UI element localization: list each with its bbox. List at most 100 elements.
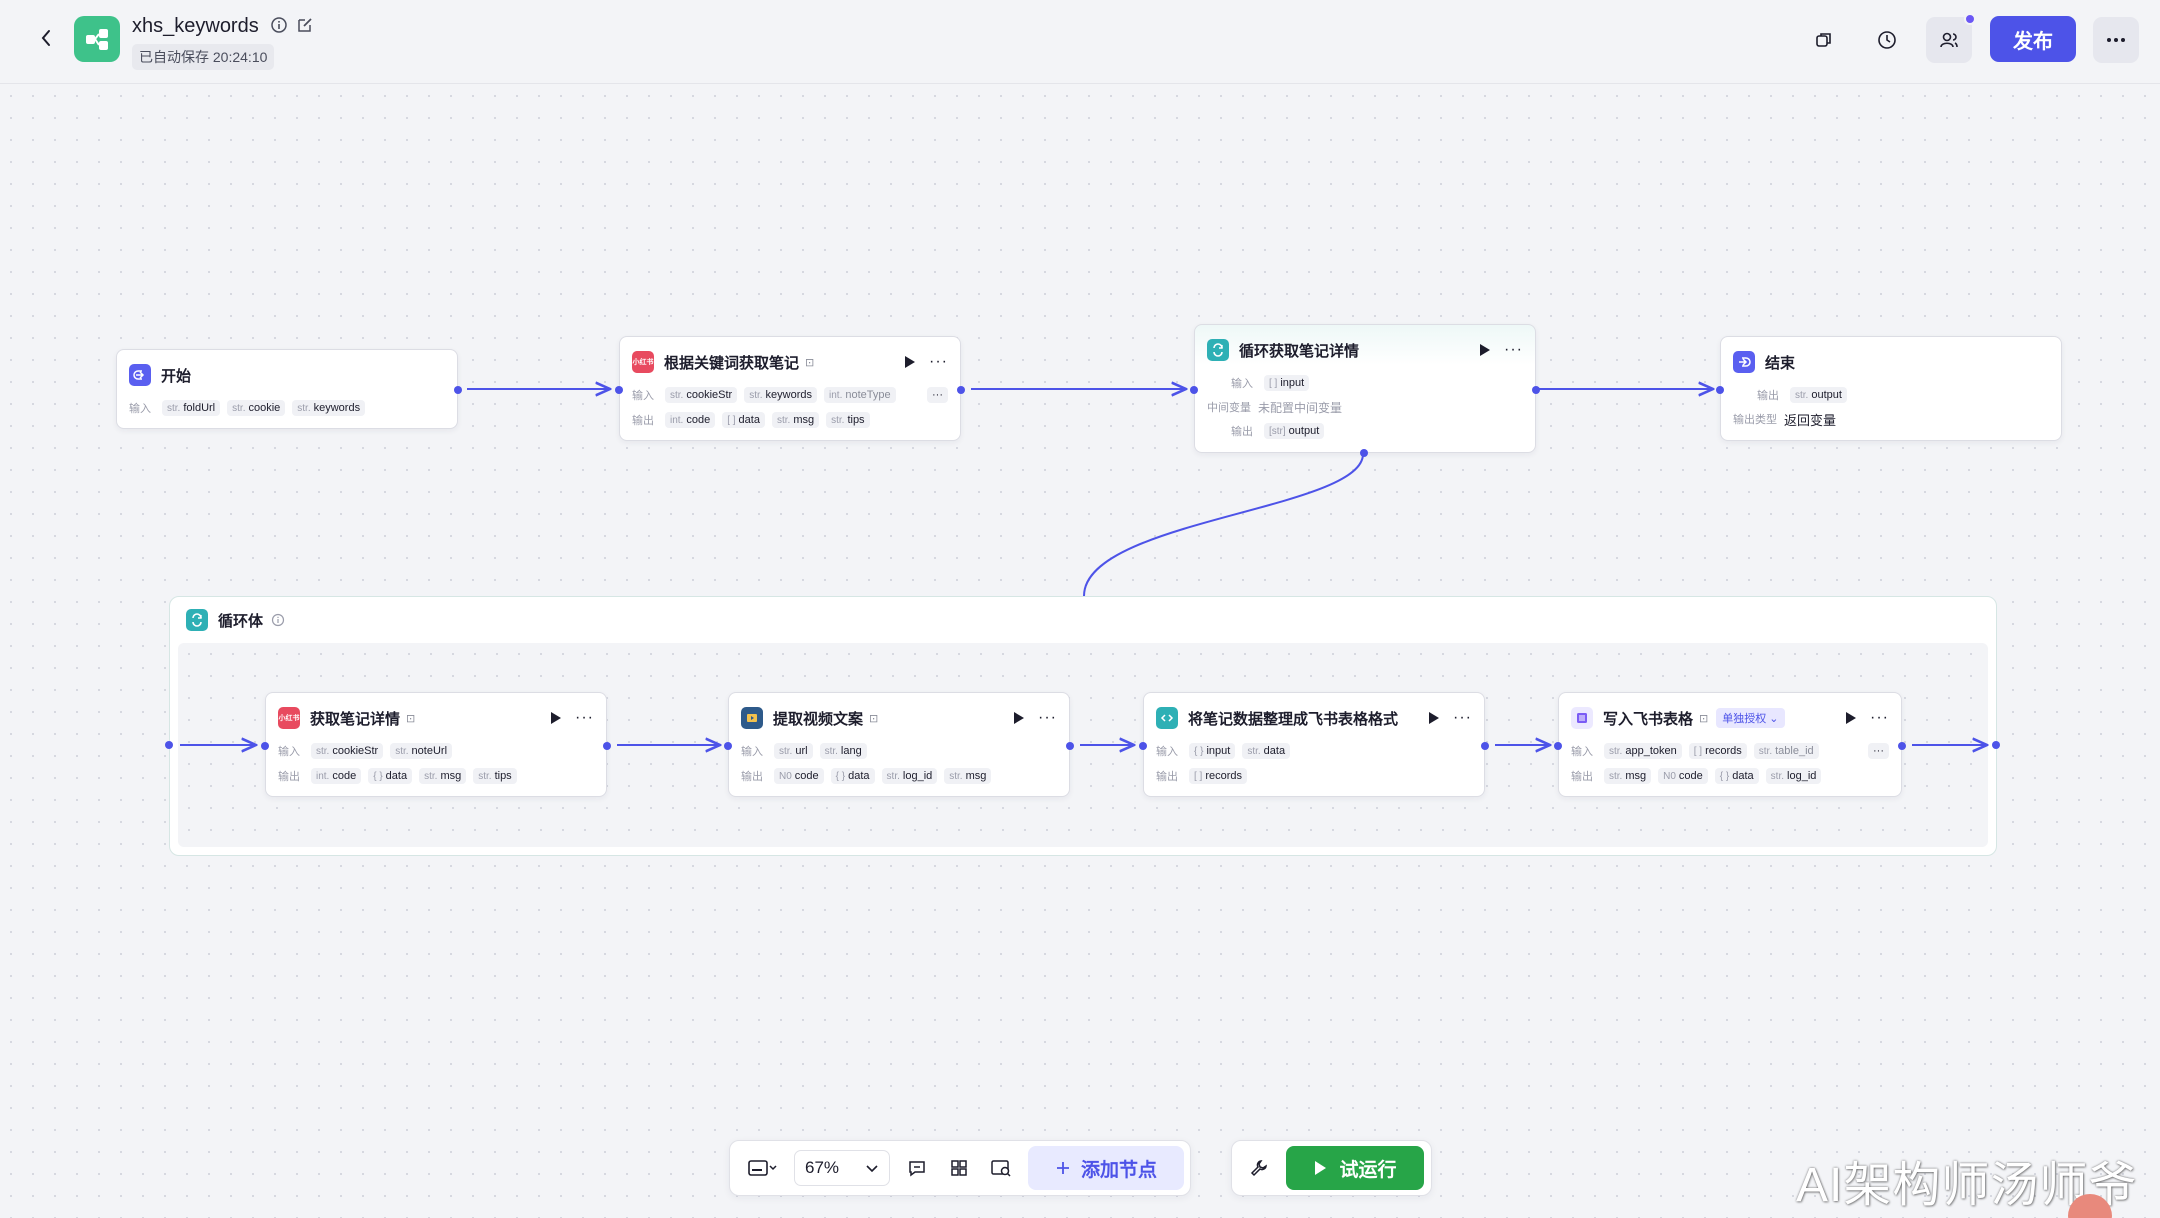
node-inputs-row: 输入 str.url str.lang [741, 741, 1057, 761]
param-tag: str.log_id [881, 768, 938, 784]
param-tag: str.tips [473, 768, 517, 784]
auto-layout-button[interactable] [938, 1148, 980, 1188]
run-node-icon[interactable] [551, 712, 562, 724]
node-search-notes[interactable]: 小红书 根据关键词获取笔记 ⊡ ··· 输入 str.cookieStr str… [615, 336, 965, 441]
output-port[interactable] [1481, 742, 1489, 750]
input-port[interactable] [615, 386, 623, 394]
input-port[interactable] [1190, 386, 1198, 394]
auth-dropdown[interactable]: 单独授权 ⌄ [1716, 708, 1785, 728]
node-title: 写入飞书表格 [1603, 710, 1694, 728]
param-tag: str.msg [944, 768, 992, 784]
node-title: 根据关键词获取笔记 [664, 354, 800, 372]
node-write-feishu-table[interactable]: 写入飞书表格 ⊡ 单独授权 ⌄ ··· 输入 str.app_token [ ]… [1554, 692, 1906, 797]
collaborators-button[interactable] [1926, 13, 1976, 63]
edit-icon[interactable] [296, 16, 314, 34]
history-icon [1878, 31, 1896, 49]
add-node-button[interactable]: 添加节点 [1028, 1146, 1184, 1190]
input-port[interactable] [261, 742, 269, 750]
mid-label: 中间变量 [1207, 402, 1251, 414]
more-params-tag[interactable]: ··· [1868, 743, 1889, 759]
publish-button[interactable]: 发布 [1990, 16, 2076, 62]
minimap-button[interactable] [980, 1148, 1022, 1188]
test-run-label: 试运行 [1339, 1159, 1397, 1181]
more-icon[interactable]: ··· [1870, 709, 1889, 726]
more-params-tag[interactable]: ··· [927, 387, 948, 403]
copy-button[interactable] [1801, 17, 1847, 63]
output-port[interactable] [957, 386, 965, 394]
input-port[interactable] [1139, 742, 1147, 750]
param-tag: str.msg [771, 412, 820, 428]
more-menu-button[interactable] [2093, 17, 2139, 63]
param-tag: [ ]records [1189, 768, 1248, 784]
run-node-icon[interactable] [1429, 712, 1440, 724]
info-icon[interactable] [270, 16, 288, 34]
node-start[interactable]: 开始 输入 str.foldUrl str.cookie str.keyword… [116, 349, 462, 429]
more-icon[interactable]: ··· [1504, 341, 1523, 358]
input-label: 输入 [1231, 378, 1253, 390]
run-node-icon[interactable] [905, 356, 916, 368]
input-label: 输入 [741, 746, 763, 758]
node-outputs-row: 输出 int.code [ ]data str.msg str.tips [632, 410, 948, 430]
output-port[interactable] [603, 742, 611, 750]
output-label: 输出 [1757, 390, 1779, 402]
input-port[interactable] [724, 742, 732, 750]
plus-icon [1056, 1162, 1069, 1174]
zoom-select[interactable]: 67% [794, 1150, 890, 1186]
output-port[interactable] [1532, 386, 1540, 394]
input-port[interactable] [1716, 386, 1724, 394]
loop-body-input-port[interactable] [165, 741, 173, 749]
input-port[interactable] [1554, 742, 1562, 750]
node-loop-detail[interactable]: 循环获取笔记详情 ··· 输入 [ ]input 中间变量 未配置中间变量 输出… [1190, 324, 1540, 457]
output-port[interactable] [1066, 742, 1074, 750]
run-node-icon[interactable] [1846, 712, 1857, 724]
more-icon[interactable]: ··· [1453, 709, 1472, 726]
param-tag: str.tips [826, 412, 870, 428]
comment-button[interactable] [896, 1148, 938, 1188]
add-node-label: 添加节点 [1080, 1159, 1157, 1181]
more-horizontal-icon [2107, 38, 2125, 42]
run-node-icon[interactable] [1480, 344, 1491, 356]
run-node-icon[interactable] [1014, 712, 1025, 724]
back-button[interactable] [32, 24, 60, 52]
users-icon [1940, 32, 1958, 48]
minimap-icon [991, 1160, 1011, 1177]
more-icon[interactable]: ··· [929, 353, 948, 370]
param-tag: str.log_id [1765, 768, 1822, 784]
output-label: 输出 [1571, 771, 1593, 783]
loop-body-header: 循环体 [186, 609, 285, 631]
plugin-icon: ⊡ [406, 712, 416, 725]
history-button[interactable] [1864, 17, 1910, 63]
param-tag: str.table_id [1753, 743, 1819, 759]
param-tag: int.noteType [824, 387, 896, 403]
output-label: 输出 [1231, 426, 1253, 438]
output-port[interactable] [1898, 742, 1906, 750]
node-title: 开始 [161, 367, 192, 385]
param-tag: str.app_token [1604, 743, 1682, 759]
loop-body-output-port[interactable] [1992, 741, 2000, 749]
output-port[interactable] [454, 386, 462, 394]
mouse-mode-icon [748, 1160, 777, 1176]
node-code-format[interactable]: 将笔记数据整理成飞书表格格式 ··· 输入 { }input str.data … [1139, 692, 1489, 797]
loop-icon [1207, 339, 1229, 361]
more-icon[interactable]: ··· [575, 709, 594, 726]
param-tag: int.code [311, 768, 362, 784]
node-title: 将笔记数据整理成飞书表格格式 [1188, 710, 1399, 728]
test-run-button[interactable]: 试运行 [1286, 1146, 1424, 1190]
xiaohongshu-icon: 小红书 [632, 351, 654, 373]
node-get-note-detail[interactable]: 小红书 获取笔记详情 ⊡ ··· 输入 str.cookieStr str.no… [261, 692, 611, 797]
chevron-left-icon [41, 30, 50, 46]
comment-icon [909, 1161, 925, 1177]
info-icon[interactable] [271, 613, 285, 627]
debug-tools-button[interactable] [1238, 1148, 1280, 1188]
node-title: 获取笔记详情 [310, 710, 401, 728]
more-icon[interactable]: ··· [1038, 709, 1057, 726]
param-tag: { }data [368, 768, 413, 784]
node-end[interactable]: 结束 输出 str.output 输出类型 返回变量 [1716, 336, 2062, 441]
node-inputs-row: 输入 str.foldUrl str.cookie str.keywords [129, 398, 445, 418]
loop-body-port[interactable] [1360, 449, 1368, 457]
node-title: 提取视频文案 [773, 710, 864, 728]
interaction-mode-button[interactable] [736, 1148, 788, 1188]
